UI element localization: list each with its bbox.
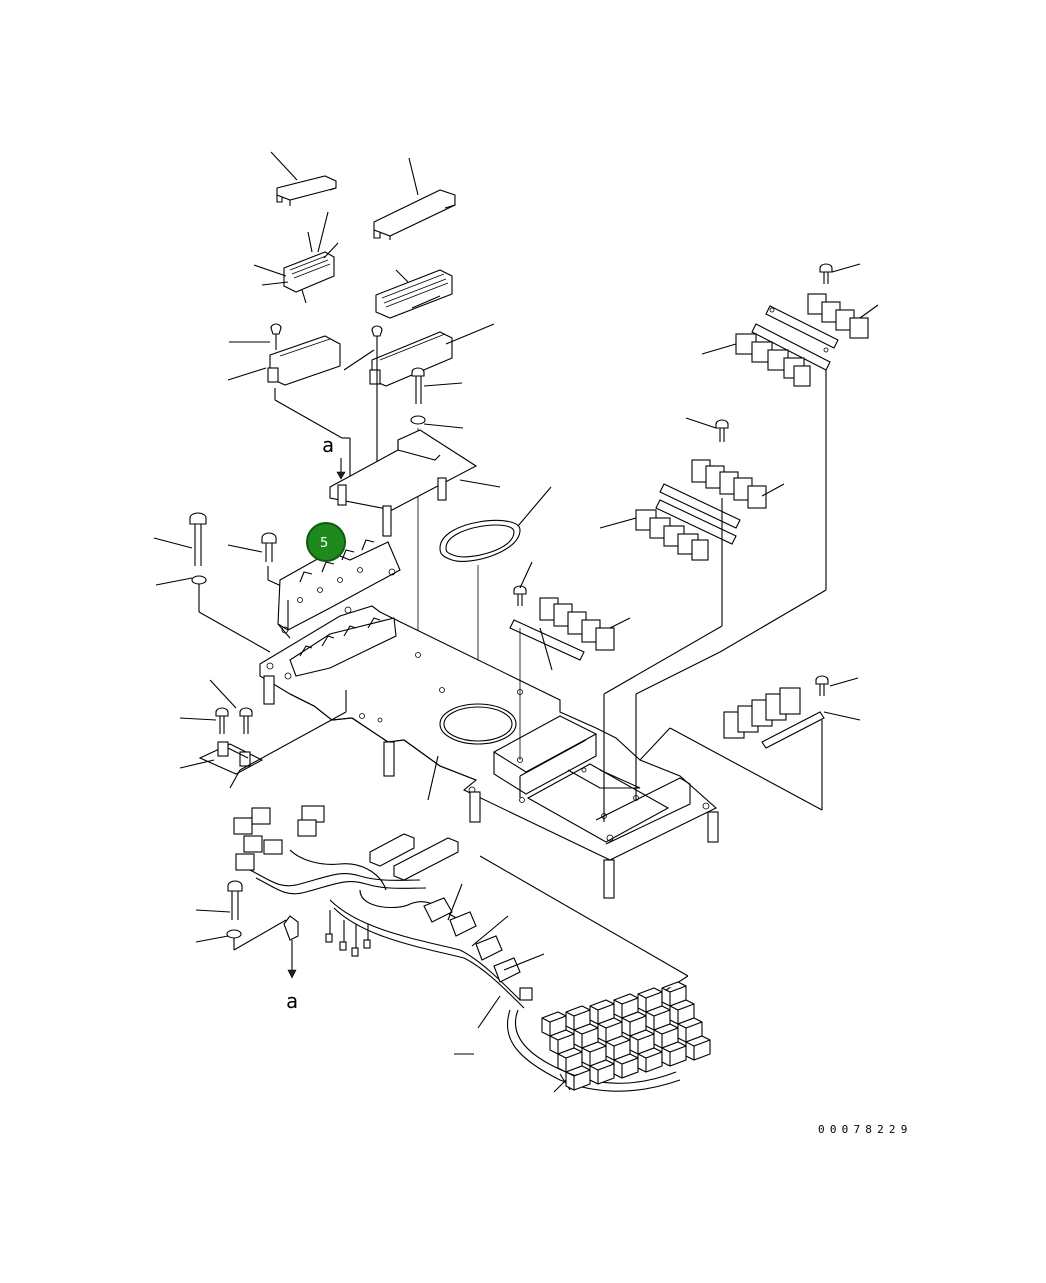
relay-box bbox=[613, 1053, 639, 1079]
washer-bottom-left bbox=[195, 919, 287, 951]
clamp-bottom-left: a bbox=[283, 915, 299, 1013]
base-plate-step bbox=[492, 715, 691, 845]
relay-box bbox=[565, 1065, 591, 1091]
relay-box bbox=[685, 1035, 711, 1061]
relay-box bbox=[589, 1059, 615, 1085]
relay-box bbox=[669, 999, 695, 1025]
terminal-block-right bbox=[343, 323, 495, 495]
terminal-strip-right bbox=[375, 269, 453, 319]
upper-bracket-plate: a bbox=[322, 429, 501, 537]
relay-cluster-bottom bbox=[541, 981, 711, 1091]
small-clamp-left bbox=[179, 690, 347, 789]
reference-mark-bottom: a bbox=[286, 989, 298, 1013]
bolt-long-left bbox=[153, 512, 207, 566]
callout-5-label: 5 bbox=[320, 536, 328, 551]
washer-left bbox=[155, 575, 271, 653]
relay-box bbox=[629, 1029, 655, 1055]
relay-box bbox=[661, 981, 687, 1007]
bolt-bottom-left bbox=[195, 880, 243, 920]
relay-group-middle-right bbox=[599, 417, 785, 822]
relay-group-top-right bbox=[807, 263, 879, 339]
relay-box bbox=[661, 1041, 687, 1067]
relay-rail-top-right bbox=[701, 305, 839, 653]
relay-box bbox=[645, 1005, 671, 1031]
terminal-strip-left bbox=[253, 211, 339, 304]
callout-5-badge[interactable]: 5 bbox=[306, 522, 346, 562]
drawing-number: 00078229 bbox=[818, 1123, 913, 1136]
bolt-short-left bbox=[227, 532, 291, 591]
relay-group-lower-right bbox=[639, 675, 861, 811]
connector-cover-large bbox=[373, 157, 456, 240]
small-bolts-left bbox=[179, 679, 253, 734]
relay-box bbox=[637, 1047, 663, 1073]
terminal-block-left bbox=[227, 323, 351, 478]
bolt-center bbox=[411, 367, 463, 404]
relay-box bbox=[549, 1029, 575, 1055]
reference-mark-top: a bbox=[322, 433, 334, 457]
wiring-harness bbox=[233, 805, 681, 1093]
relay-group-center bbox=[509, 561, 631, 760]
relay-box bbox=[581, 1041, 607, 1067]
relay-box bbox=[541, 1011, 567, 1037]
connector-cover-small bbox=[270, 151, 337, 206]
main-base-plate bbox=[259, 605, 719, 899]
